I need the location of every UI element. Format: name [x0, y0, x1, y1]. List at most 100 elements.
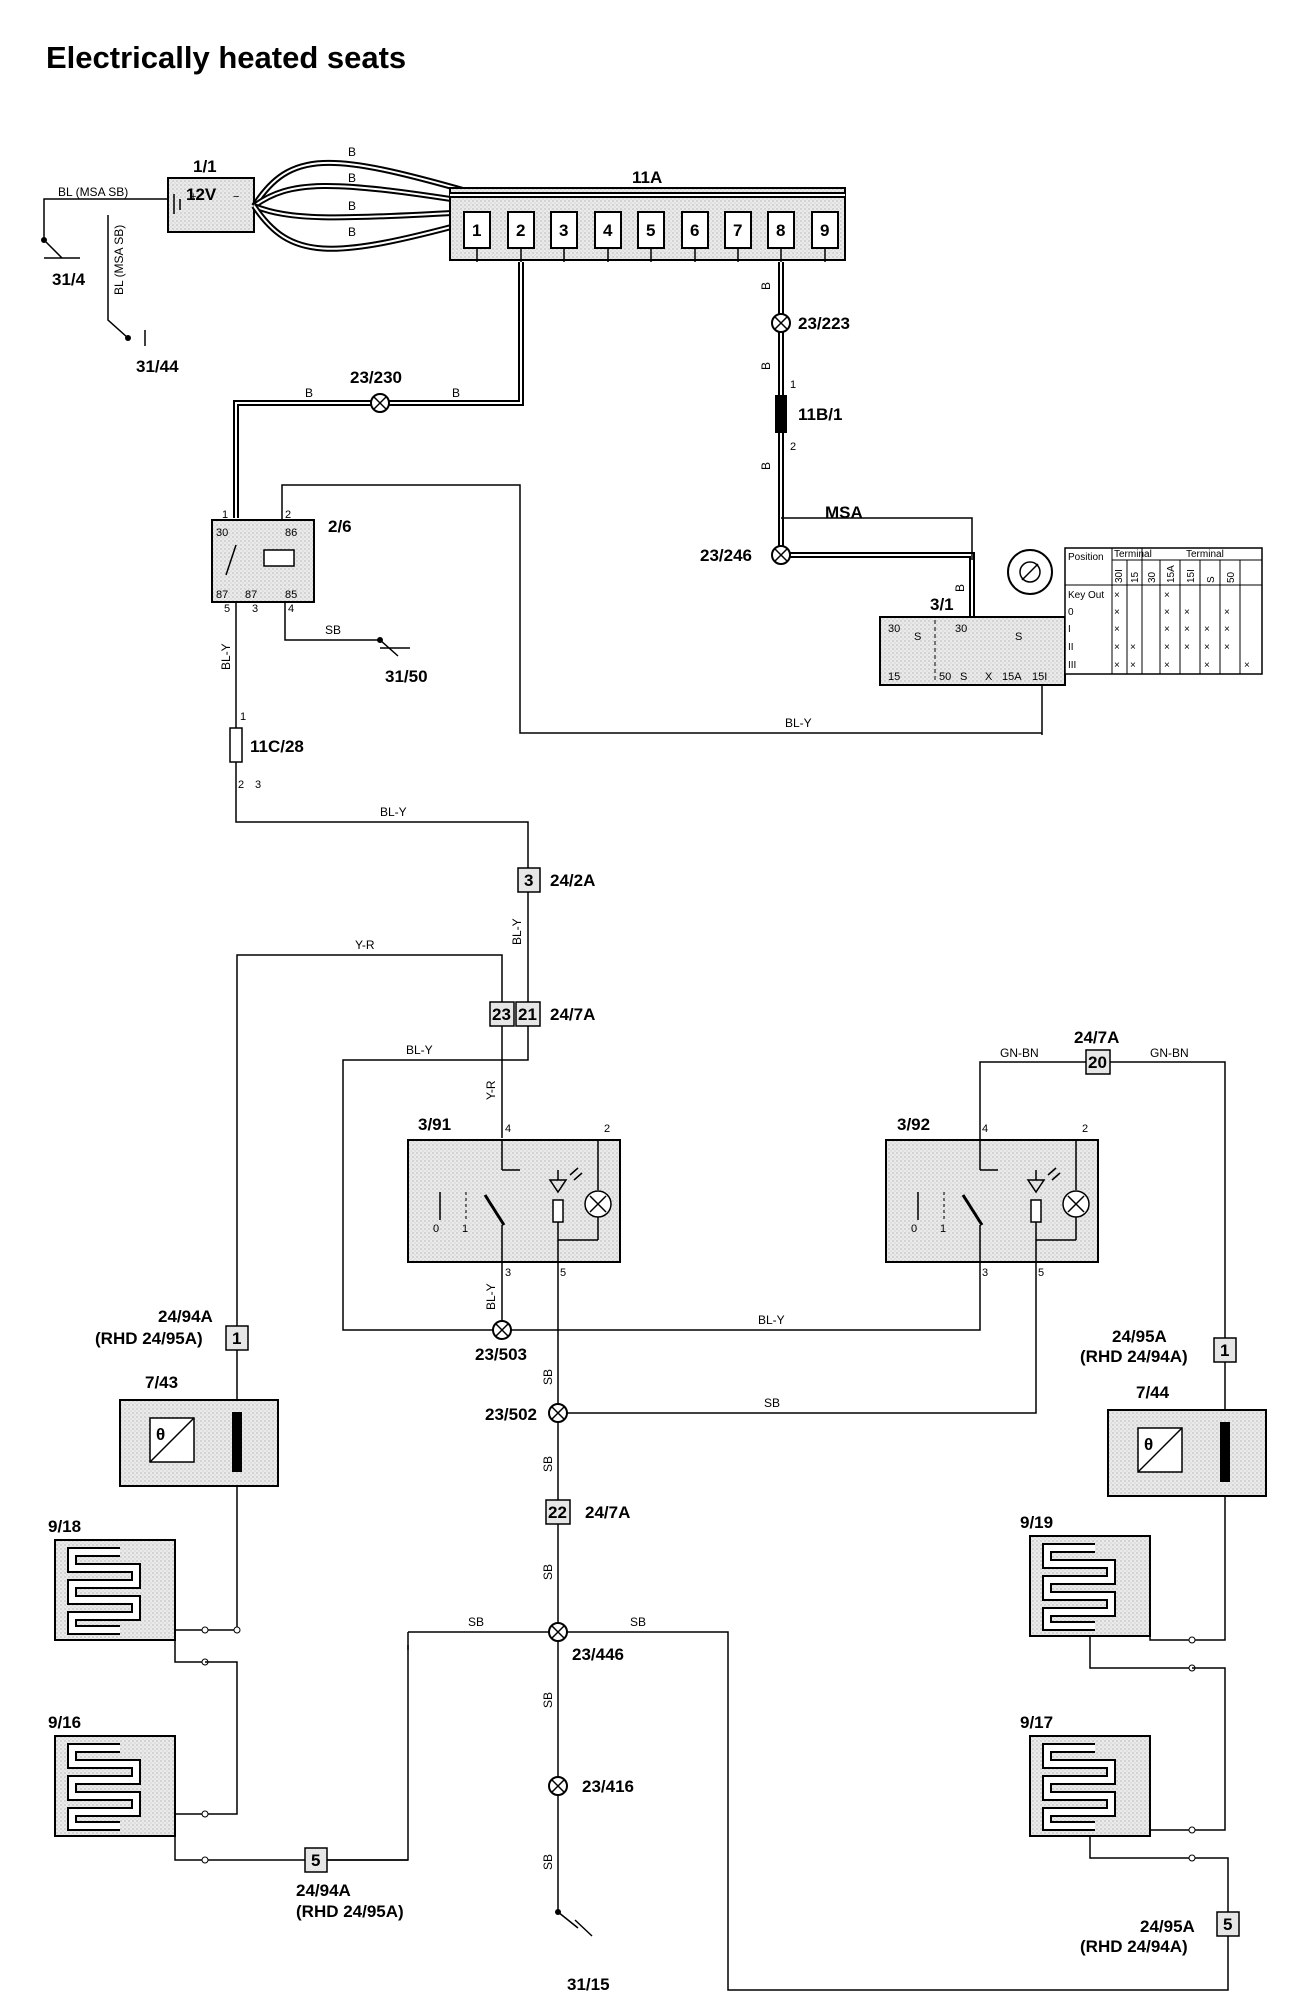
switch-left-pin4: 4: [505, 1123, 511, 1135]
wire-yr: [236, 954, 503, 1340]
svg-text:×: ×: [1164, 607, 1170, 618]
svg-text:30I: 30I: [1114, 569, 1125, 583]
svg-text:30: 30: [955, 623, 967, 635]
svg-text:5: 5: [646, 221, 655, 240]
svg-text:Position: Position: [1068, 552, 1104, 563]
svg-text:3: 3: [559, 221, 568, 240]
wire-sb-right-switch: [567, 1262, 1037, 1414]
fuse-slot-6: 6: [681, 211, 709, 262]
wire-label-bly-2: BL-Y: [380, 805, 407, 819]
connector-24-94a-left: 1: [225, 1325, 249, 1351]
svg-text:3: 3: [524, 871, 533, 890]
fuse-11c28-pin1: 1: [240, 711, 246, 723]
connector-24-7a-mid: 22: [545, 1499, 571, 1525]
fuse-slot-2: 2: [507, 211, 535, 262]
wire-label-b5: B: [305, 386, 313, 400]
connector-24-7a-top: 23 21: [489, 1001, 541, 1027]
relay-2-6: 30 86 87 87 85: [211, 519, 315, 603]
heater-916-ref: 9/16: [48, 1713, 81, 1732]
svg-text:Terminal: Terminal: [1114, 549, 1152, 560]
relay-pin-3: 3: [252, 603, 258, 615]
svg-text:×: ×: [1224, 642, 1230, 653]
switch-3-92[interactable]: 0 1: [885, 1139, 1099, 1263]
wire-label-b3: B: [348, 199, 356, 213]
fuse-slot-8: 8: [767, 211, 795, 262]
svg-text:×: ×: [1224, 607, 1230, 618]
svg-text:30: 30: [216, 527, 228, 539]
splice-23-246-icon: [771, 545, 791, 565]
switch-right-ref: 3/92: [897, 1115, 930, 1134]
svg-text:×: ×: [1130, 642, 1136, 653]
svg-text:×: ×: [1204, 624, 1210, 635]
ground-31-4: 31/4: [52, 270, 86, 289]
svg-text:S: S: [960, 671, 967, 683]
ground-31-50: 31/50: [385, 667, 428, 686]
connector-24-7a-mid-ref: 24/7A: [585, 1503, 630, 1522]
switch-left-pin5: 5: [560, 1267, 566, 1279]
wire-bly-switches: [501, 1262, 981, 1331]
wire-label-sb-1: SB: [541, 1369, 555, 1385]
switch-3-91[interactable]: 0 1: [407, 1139, 621, 1263]
wire-label-sb-2: SB: [764, 1396, 780, 1410]
svg-text:4: 4: [603, 221, 613, 240]
switch-right-pin3: 3: [982, 1267, 988, 1279]
svg-text:III: III: [1068, 660, 1076, 671]
splice-23-246: 23/246: [700, 546, 752, 565]
fuse-11c28-pin2: 2: [238, 779, 244, 791]
svg-text:S: S: [1015, 631, 1022, 643]
wire-label-b8: B: [759, 362, 773, 370]
svg-text:30: 30: [1147, 571, 1158, 583]
splice-23-230-icon: [370, 393, 390, 413]
svg-text:×: ×: [1114, 590, 1120, 601]
svg-text:×: ×: [1204, 642, 1210, 653]
connector-24-94a-bottom-alt: (RHD 24/95A): [296, 1902, 404, 1921]
svg-text:15A: 15A: [1002, 671, 1022, 683]
svg-text:II: II: [1068, 642, 1074, 653]
heater-9-16: [54, 1735, 176, 1837]
svg-text:×: ×: [1114, 624, 1120, 635]
connector-24-95a-right-ref: 24/95A: [1112, 1327, 1167, 1346]
svg-text:22: 22: [548, 1503, 567, 1522]
fuse-slot-3: 3: [550, 211, 578, 262]
svg-text:×: ×: [1130, 660, 1136, 671]
svg-text:×: ×: [1184, 607, 1190, 618]
svg-text:6: 6: [690, 221, 699, 240]
svg-text:×: ×: [1244, 660, 1250, 671]
wire-label-gnbn-1: GN-BN: [1000, 1046, 1039, 1060]
wire-label-b10: B: [953, 584, 967, 592]
switch-right-pin5: 5: [1038, 1267, 1044, 1279]
thermostat-right-ref: 7/44: [1136, 1383, 1170, 1402]
fuse-11b1: 11B/1: [798, 405, 842, 424]
splice-23-446-icon: [548, 1622, 568, 1642]
svg-text:×: ×: [1204, 660, 1210, 671]
svg-text:87: 87: [245, 589, 257, 601]
wire-sb-left-branch: [320, 1645, 409, 1861]
svg-text:×: ×: [1164, 642, 1170, 653]
svg-text:20: 20: [1088, 1053, 1107, 1072]
svg-text:15I: 15I: [1186, 569, 1197, 583]
svg-text:0: 0: [911, 1223, 917, 1235]
svg-text:9: 9: [820, 221, 829, 240]
svg-text:X: X: [985, 671, 993, 683]
connector-24-7a-right: 20: [1085, 1049, 1111, 1075]
ignition-position-table: Position Terminal Terminal 30I 15 30 15A…: [1064, 547, 1263, 675]
wire-label-gnbn-2: GN-BN: [1150, 1046, 1189, 1060]
svg-text:8: 8: [776, 221, 785, 240]
svg-text:×: ×: [1114, 607, 1120, 618]
svg-text:θ: θ: [156, 1425, 165, 1444]
svg-text:2: 2: [516, 221, 525, 240]
wire-label-yr: Y-R: [355, 938, 375, 952]
thermostat-7-44: θ: [1107, 1409, 1267, 1497]
wire-label-bl-msa-top: BL (MSA SB): [58, 185, 128, 199]
heater-919-ref: 9/19: [1020, 1513, 1053, 1532]
switch-left-ref: 3/91: [418, 1115, 451, 1134]
relay-ref: 2/6: [328, 517, 352, 536]
fuse-11b1-icon: [775, 395, 787, 433]
fuse-11b1-pin2: 2: [790, 441, 796, 453]
svg-text:1: 1: [232, 1329, 241, 1348]
svg-text:I: I: [1068, 624, 1071, 635]
svg-text:0: 0: [1068, 607, 1074, 618]
svg-text:×: ×: [1164, 590, 1170, 601]
splice-23-503: 23/503: [475, 1345, 527, 1364]
connector-24-94a-bottom: 5: [304, 1847, 328, 1873]
